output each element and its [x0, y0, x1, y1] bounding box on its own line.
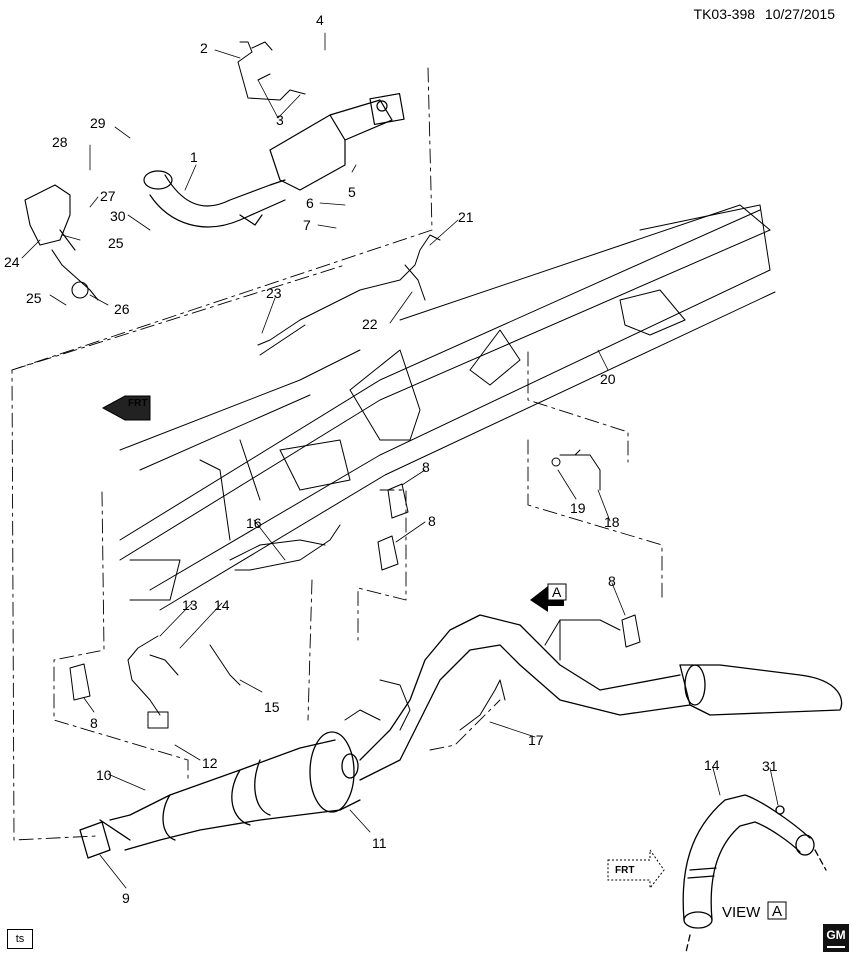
- frt-label-upper: FRT: [128, 398, 147, 409]
- rear-sensor-pipe: [257, 234, 441, 356]
- callout-21: 21: [458, 209, 474, 225]
- catalytic-converter: [143, 92, 405, 228]
- callout-16: 16: [246, 515, 262, 531]
- callout-15: 15: [264, 699, 280, 715]
- callout-22: 22: [362, 316, 378, 332]
- callout-8-right: 8: [608, 573, 616, 589]
- bracket-assembly: [551, 449, 601, 491]
- tail-pipe: [359, 614, 843, 781]
- callout-14-view: 14: [704, 757, 720, 773]
- callout-20: 20: [600, 371, 616, 387]
- callout-29: 29: [90, 115, 106, 131]
- diagram-header: TK03-398 10/27/2015: [688, 6, 835, 22]
- hanger-rods: [229, 524, 621, 731]
- view-a-marker-arrow: A: [530, 583, 567, 612]
- callout-2: 2: [200, 40, 208, 56]
- frt-arrow-upper: FRT: [101, 395, 151, 421]
- callout-6: 6: [306, 195, 314, 211]
- callout-14: 14: [214, 597, 230, 613]
- view-a-detail: [682, 794, 827, 953]
- callout-23: 23: [266, 285, 282, 301]
- callout-8-lower: 8: [90, 715, 98, 731]
- callout-28: 28: [52, 134, 68, 150]
- callout-8-upper: 8: [422, 459, 430, 475]
- callout-19: 19: [570, 500, 586, 516]
- gm-logo: GM: [823, 924, 849, 952]
- callout-30: 30: [110, 208, 126, 224]
- callout-31: 31: [762, 758, 778, 774]
- view-label-letter: A: [772, 903, 782, 920]
- callout-27: 27: [100, 188, 116, 204]
- callout-12: 12: [202, 755, 218, 771]
- callout-25-lower: 25: [26, 290, 42, 306]
- group-outlines: [11, 67, 663, 841]
- callout-18: 18: [604, 514, 620, 530]
- callout-3: 3: [276, 112, 284, 128]
- view-a-marker-letter: A: [552, 584, 562, 600]
- diesel-particulate-filter: [79, 731, 361, 859]
- callout-10: 10: [96, 767, 112, 783]
- diagram-date: 10/27/2015: [764, 6, 835, 22]
- heat-shield-bracket: [24, 184, 99, 301]
- lower-sensor-cable: [127, 635, 241, 729]
- callout-13: 13: [182, 597, 198, 613]
- view-label-text: VIEW: [722, 904, 761, 921]
- frt-label-view: FRT: [615, 865, 634, 876]
- view-a-label: VIEW A: [722, 901, 787, 921]
- callout-24: 24: [4, 254, 20, 270]
- callout-25-upper: 25: [108, 235, 124, 251]
- oxygen-sensor-wiring: [237, 41, 306, 101]
- callout-9: 9: [122, 890, 130, 906]
- frame-assembly: [119, 204, 776, 611]
- diagram-code: TK03-398: [693, 6, 756, 22]
- callout-11: 11: [372, 835, 387, 851]
- callout-1: 1: [190, 149, 198, 165]
- callout-17: 17: [528, 732, 544, 748]
- callout-8-middle: 8: [428, 513, 436, 529]
- frt-arrow-view: FRT: [607, 848, 665, 890]
- callout-26: 26: [114, 301, 130, 317]
- leader-lines: [21, 32, 779, 889]
- callout-5: 5: [348, 184, 356, 200]
- ts-label: ts: [7, 929, 33, 949]
- callout-4: 4: [316, 12, 324, 28]
- callout-7: 7: [303, 217, 311, 233]
- callouts: 1 2 3 4 5 6 7 8 8 8 8 9 10 11 12 13 14 1…: [4, 12, 778, 906]
- hanger-brackets: [69, 483, 641, 701]
